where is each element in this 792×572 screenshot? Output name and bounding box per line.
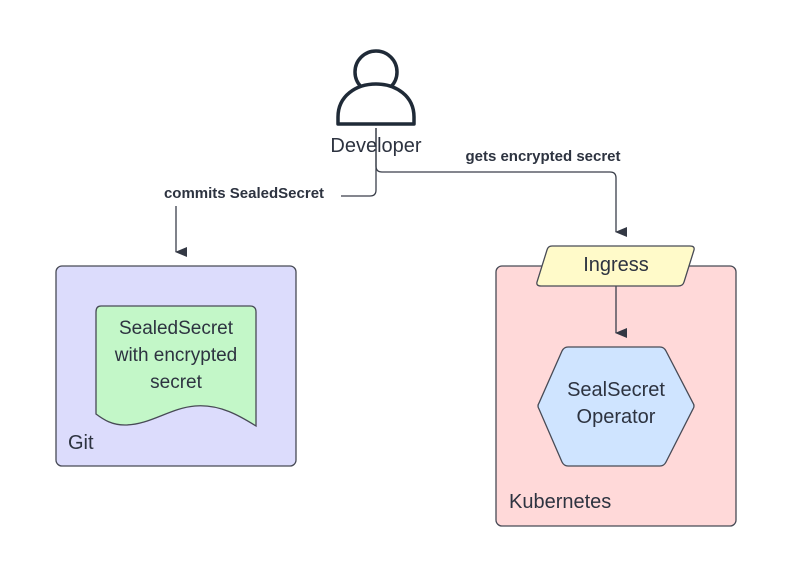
operator-line-1: SealSecret [567,379,665,401]
parallelogram-shape [536,245,695,287]
person-icon [336,49,416,126]
kubernetes-label: Kubernetes [509,491,611,513]
document-shape [95,305,257,428]
developer-label: Developer [330,135,422,157]
edge-developer-to-ingress[interactable]: gets encrypted secret [375,128,627,237]
git-label: Git [68,432,94,454]
ingress-label: Ingress [583,254,649,276]
edge-label-commits: commits SealedSecret [164,185,324,202]
edge-developer-to-git-segment-1 [341,128,377,197]
sealed-secret-line-2: with encrypted [114,345,238,366]
edge-developer-to-ingress-path [375,128,627,237]
sealed-secret-node[interactable]: SealedSecret with encrypted secret [95,305,257,428]
operator-node[interactable]: SealSecret Operator [537,346,695,467]
edge-label-gets: gets encrypted secret [465,148,620,165]
sealed-secret-line-1: SealedSecret [119,318,234,339]
hexagon-shape [537,346,695,467]
edge-developer-to-git[interactable]: commits SealedSecret [164,128,377,257]
ingress-node[interactable]: Ingress [536,245,695,287]
sealed-secret-line-3: secret [150,372,202,393]
developer-actor[interactable]: Developer [330,49,422,157]
operator-line-2: Operator [577,406,656,428]
